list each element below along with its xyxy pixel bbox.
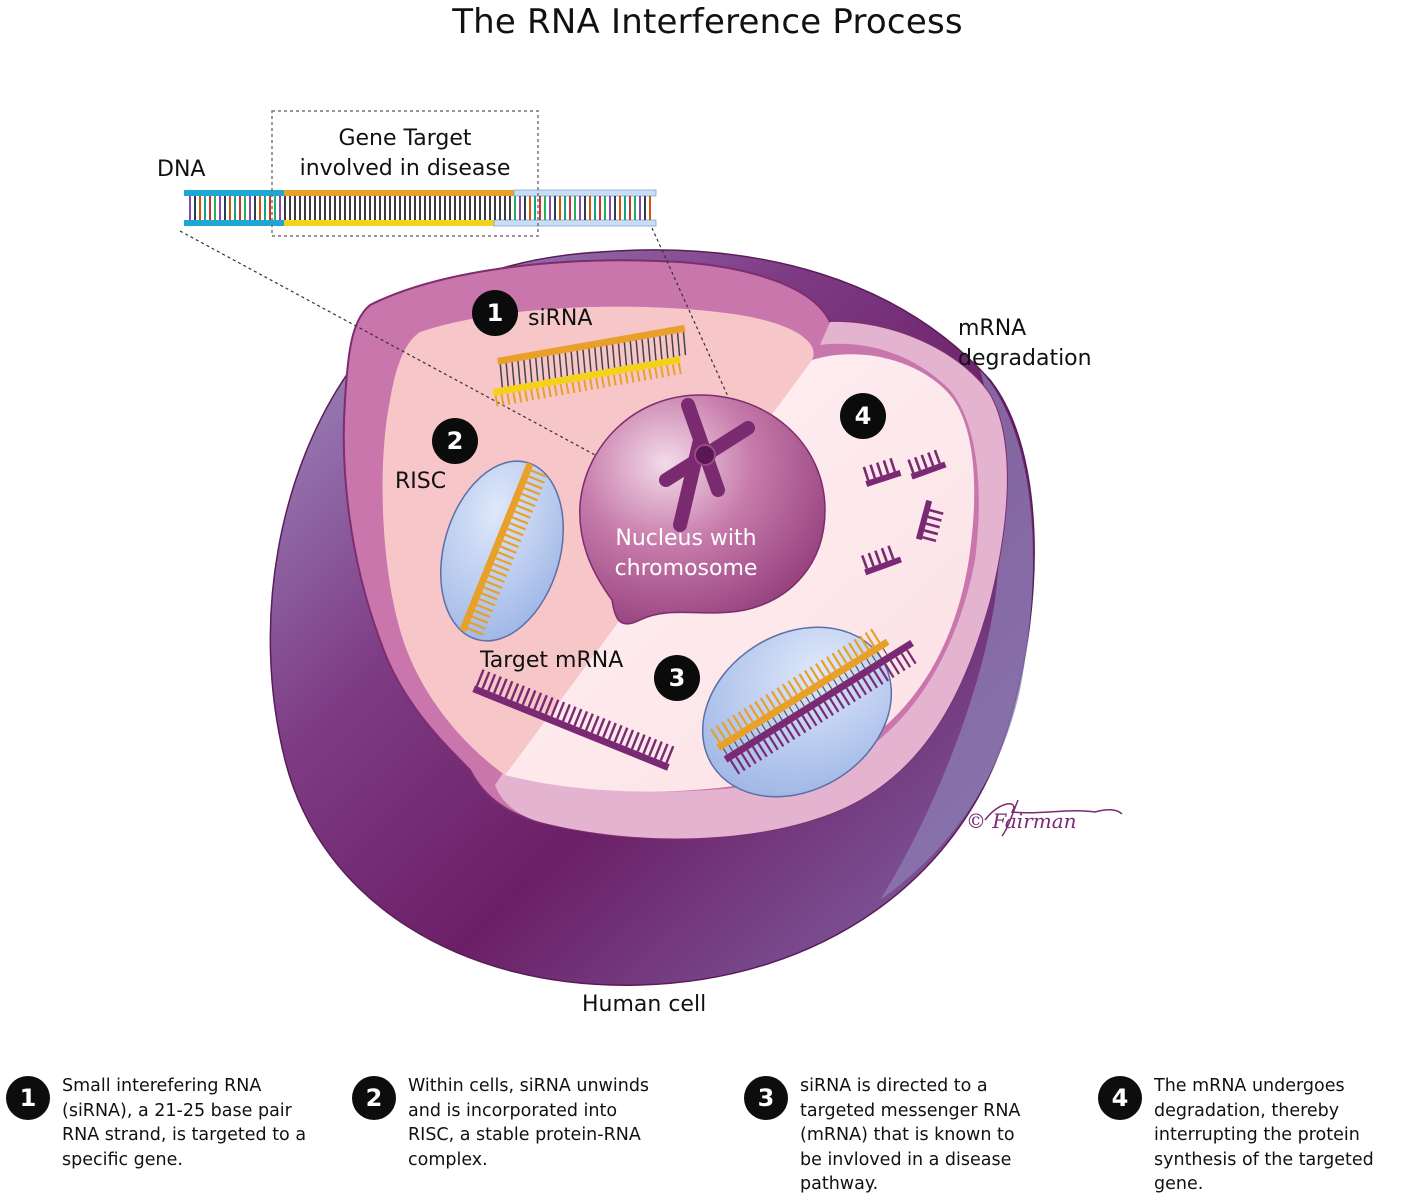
step-3-number: 3 xyxy=(744,1076,788,1120)
step-3-text: siRNA is directed to a targeted messenge… xyxy=(800,1076,1021,1194)
dna-label: DNA xyxy=(157,157,206,182)
chromosome xyxy=(659,398,755,532)
target-mrna xyxy=(472,669,675,771)
gene-target-label-line2: involved in disease xyxy=(299,156,511,181)
step-4-number: 4 xyxy=(1098,1076,1142,1120)
human-cell xyxy=(269,249,1035,986)
mrna-degradation-label-line1: mRNA xyxy=(958,316,1027,341)
dna-top-strand-orange xyxy=(284,190,514,196)
dna-bottom-strand-blue xyxy=(184,220,284,226)
mrna-degradation-label-line2: degradation xyxy=(958,346,1092,371)
cell-cut-side xyxy=(880,370,1033,900)
dna-top-strand-blue xyxy=(184,190,284,196)
cell-rim-right xyxy=(495,321,1007,839)
dna-zoom-line-right xyxy=(651,227,736,413)
dna-bottom-strand-yellow xyxy=(284,220,494,226)
nucleus-body xyxy=(579,394,826,625)
dna-top-strand-light xyxy=(513,189,657,197)
nucleus-label-line2: chromosome xyxy=(614,556,758,581)
human-cell-label: Human cell xyxy=(582,992,707,1017)
step-2-number: 2 xyxy=(352,1076,396,1120)
mrna-fragments xyxy=(860,449,947,576)
gene-target-label-line1: Gene Target xyxy=(338,126,472,151)
dna-bottom-strand-light xyxy=(493,219,657,227)
nucleus-label-line1: Nucleus with xyxy=(615,526,757,551)
badge-step-2: 2 xyxy=(432,418,478,464)
dna-base-pairs xyxy=(189,196,651,220)
dna-zoom-line-left xyxy=(179,230,661,491)
badge-step-4: 4 xyxy=(840,393,886,439)
dna-strand xyxy=(179,110,736,491)
risc-label: RISC xyxy=(395,469,447,494)
sirna-label: siRNA xyxy=(528,306,593,331)
target-mrna-label: Target mRNA xyxy=(480,648,624,673)
signature-text: © Fairman xyxy=(966,809,1077,833)
badge-step-1: 1 xyxy=(472,290,518,336)
artist-signature xyxy=(984,799,1123,837)
page-title: The RNA Interference Process xyxy=(452,2,963,42)
risc-complex xyxy=(440,460,564,642)
step-2-text: Within cells, siRNA unwinds and is incor… xyxy=(408,1076,650,1170)
sirna-molecule xyxy=(492,324,687,407)
risc-mrna-complex xyxy=(701,626,917,798)
badge-step-3: 3 xyxy=(654,655,700,701)
step-1-number: 1 xyxy=(6,1076,50,1120)
nucleus xyxy=(579,394,826,625)
risc-sirna-strand xyxy=(459,462,548,636)
gene-target-box xyxy=(271,110,539,237)
step-1-text: Small interefering RNA (siRNA), a 21-25 … xyxy=(62,1076,307,1170)
step-4-text: The mRNA undergoes degradation, thereby … xyxy=(1154,1076,1374,1194)
